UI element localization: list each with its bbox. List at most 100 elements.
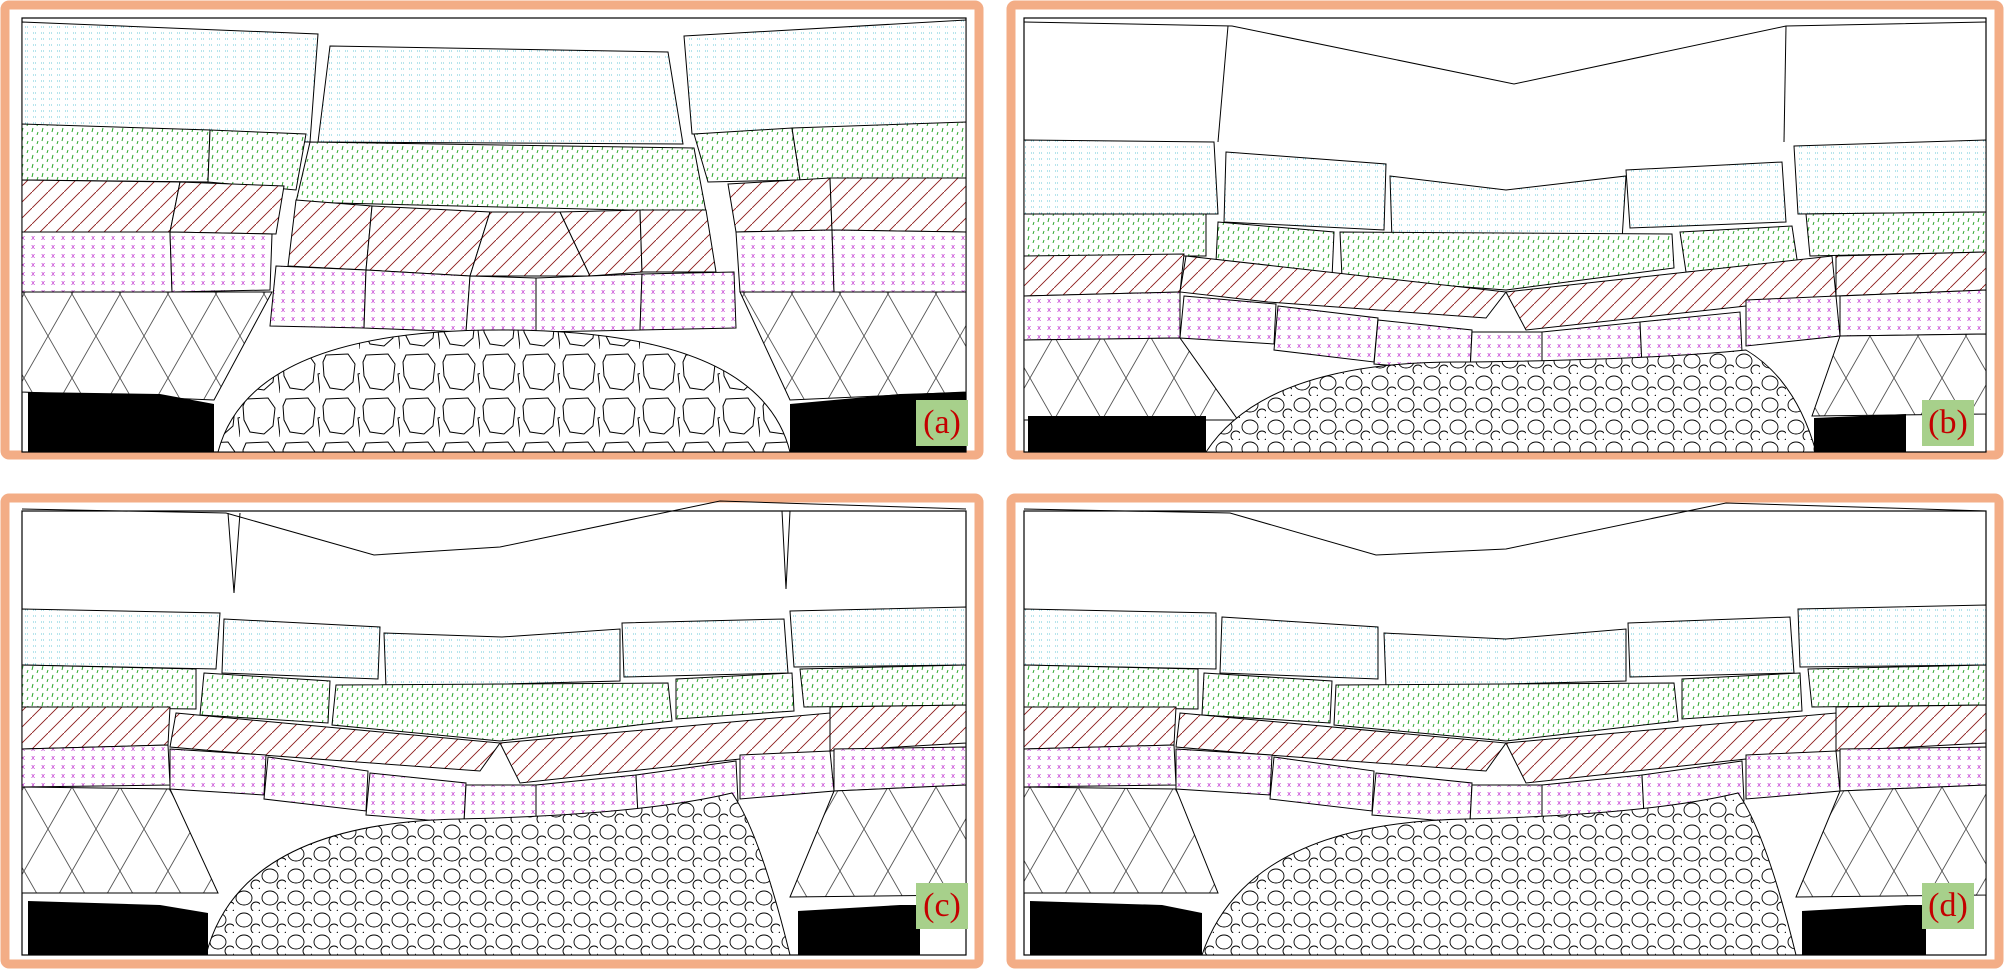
layer-red-left	[1023, 253, 1185, 297]
layer-magenta-center-1	[269, 265, 367, 329]
upper-strata-curve	[1023, 21, 1987, 85]
layer-red-center-left	[1175, 712, 1507, 772]
layer-floor-left	[1023, 786, 1219, 894]
layer-cyan-center-2	[383, 628, 621, 688]
layer-green-left	[21, 664, 197, 710]
upper-strata-curve	[21, 500, 967, 556]
layer-green-right	[1807, 664, 1987, 708]
layer-cyan-right	[789, 606, 967, 668]
layer-cyan-center-1	[1219, 616, 1379, 680]
layer-cyan-center-1	[1223, 151, 1387, 231]
layer-green-center-3	[1681, 672, 1803, 720]
layer-cyan-right	[1797, 604, 1987, 668]
fracture-right	[1783, 25, 1787, 143]
layer-red-right-2	[829, 177, 967, 233]
layer-cyan-left	[21, 608, 221, 670]
layer-red-left	[21, 706, 171, 750]
coal-pillar-left	[28, 392, 214, 452]
coal-pillar-left	[28, 901, 208, 955]
layer-magenta-center-5	[639, 271, 737, 331]
layer-magenta-right-2	[831, 229, 967, 293]
layer-magenta-right	[1839, 289, 1987, 337]
layer-green-left-1	[21, 123, 211, 183]
layer-cyan-center-2	[1383, 628, 1627, 688]
layer-magenta-center-7	[1745, 750, 1841, 800]
panel-d-drawing	[1006, 493, 2004, 969]
layer-magenta-center-4	[535, 273, 643, 333]
layer-green-right	[1805, 211, 1987, 257]
fracture-left	[1217, 25, 1229, 143]
layer-red-center-left	[1179, 255, 1507, 319]
layer-green-center-1	[1201, 672, 1333, 724]
layer-magenta-right-1	[735, 229, 835, 293]
layer-cyan-left	[21, 21, 319, 143]
layer-red-center-left	[169, 712, 501, 772]
panel-a-label: (a)	[916, 400, 968, 446]
layer-red-left	[1023, 706, 1177, 750]
layer-red-center-2	[365, 205, 491, 277]
layer-red-right	[1835, 251, 1987, 297]
layer-green-center-1	[199, 672, 331, 724]
layer-magenta-left	[1023, 291, 1181, 341]
layer-cyan-center-3	[1625, 161, 1787, 229]
layer-magenta-right	[833, 746, 967, 792]
coal-pillar-left	[1030, 901, 1202, 955]
coal-pillar-right	[1814, 414, 1906, 452]
layer-magenta-left-2	[169, 231, 273, 293]
layer-floor-right	[1811, 333, 1987, 417]
layer-magenta-center-1	[169, 748, 267, 796]
layer-cyan-center-3	[621, 618, 789, 678]
layer-floor-left	[21, 786, 219, 894]
layer-floor-left	[21, 291, 273, 401]
fracture-right	[781, 510, 791, 590]
caved-rubble	[1205, 349, 1817, 453]
coal-pillar-left	[1028, 416, 1206, 452]
fracture-left	[227, 512, 241, 594]
panel-c-drawing	[0, 493, 984, 969]
panel-d: (d)	[1006, 493, 2004, 969]
layer-magenta-center-7	[739, 750, 835, 800]
layer-magenta-center-2	[363, 269, 471, 333]
layer-green-center-3	[675, 672, 795, 720]
layer-cyan-left	[1023, 608, 1217, 670]
panel-b: (b)	[1006, 0, 2004, 460]
layer-red-left-1	[21, 179, 181, 233]
layer-green-right	[799, 664, 967, 708]
layer-cyan-right	[1793, 139, 1987, 215]
panel-a: x	[0, 0, 984, 460]
layer-magenta-center-1	[1179, 295, 1277, 345]
layer-cyan-left	[1023, 139, 1219, 215]
layer-cyan-center-2	[1389, 175, 1627, 241]
layer-red-left-2	[169, 181, 285, 235]
layer-magenta-left	[1023, 744, 1177, 788]
layer-cyan-center-1	[221, 618, 381, 680]
layer-green-left	[1023, 213, 1207, 257]
caved-rubble	[205, 792, 791, 956]
layer-floor-right	[1795, 784, 1987, 898]
layer-green-center	[295, 141, 707, 213]
layer-green-center-2	[331, 682, 673, 742]
layer-cyan-right	[683, 19, 967, 135]
panel-c-label: (c)	[916, 883, 968, 929]
panel-d-label: (d)	[1922, 883, 1974, 929]
layer-red-right	[1835, 704, 1987, 752]
layer-green-right-1	[693, 127, 801, 183]
layer-magenta-center-3	[465, 275, 537, 333]
layer-green-left	[1023, 664, 1199, 710]
layer-cyan-center	[317, 45, 684, 145]
layer-red-right-1	[727, 177, 833, 233]
layer-red-right	[829, 704, 967, 752]
layer-magenta-left	[21, 744, 171, 788]
layer-green-center-2	[1333, 682, 1679, 742]
layer-green-left-2	[207, 129, 307, 191]
panel-a-drawing: x	[0, 0, 984, 460]
layer-green-right-2	[791, 121, 967, 181]
panel-b-label: (b)	[1922, 400, 1974, 446]
layer-cyan-center-3	[1627, 616, 1795, 678]
panel-c: (c)	[0, 493, 984, 969]
caved-rubble	[1201, 792, 1797, 956]
layer-red-center-1	[287, 199, 373, 271]
coal-pillar-right	[798, 905, 920, 955]
caved-rubble	[217, 329, 791, 453]
panel-b-drawing	[1006, 0, 2004, 460]
